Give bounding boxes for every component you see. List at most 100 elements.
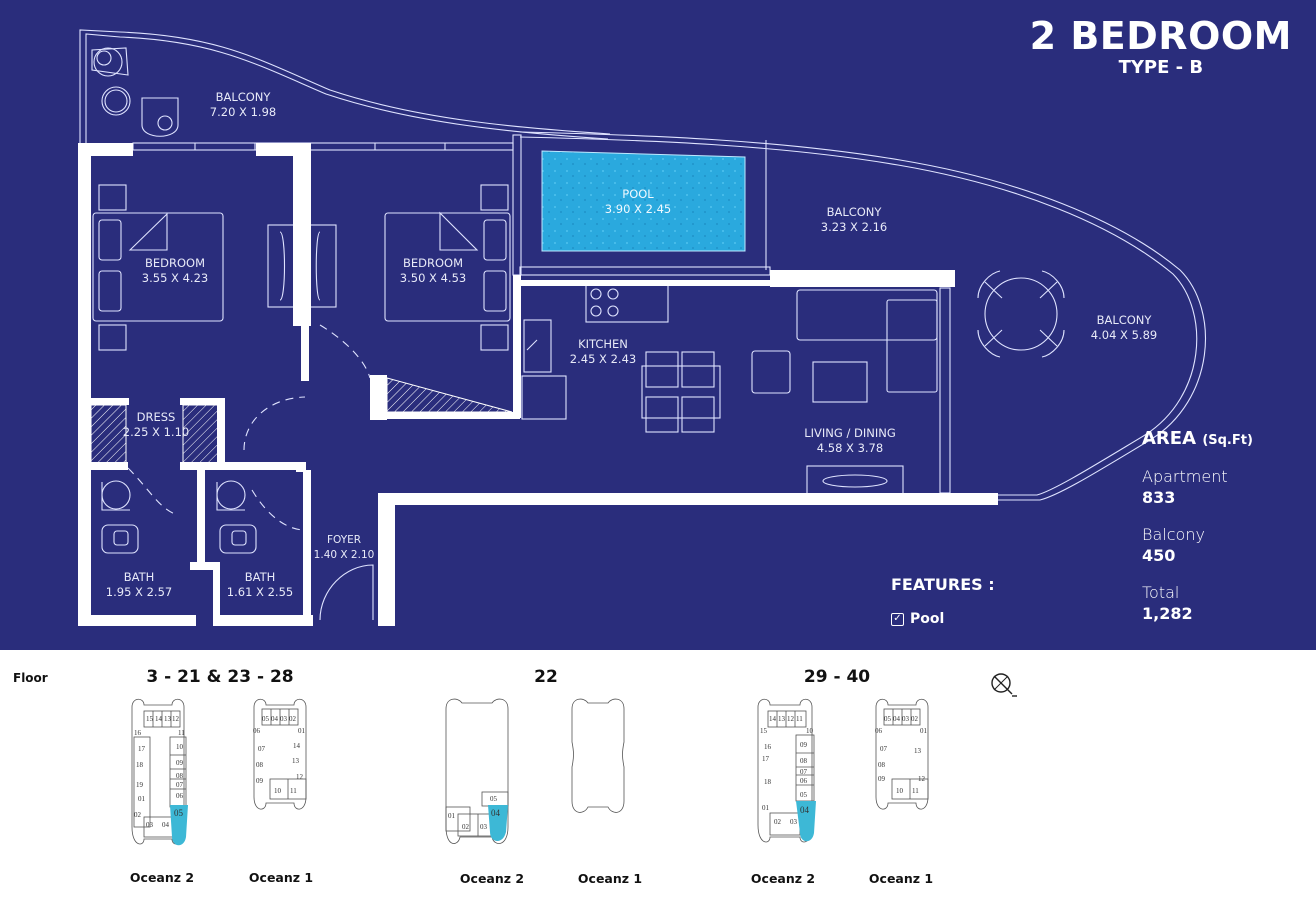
room-size: 4.58 X 3.78 (816, 441, 884, 455)
area-unit: (Sq.Ft) (1202, 433, 1253, 448)
room-size: 3.55 X 4.23 (141, 271, 209, 285)
svg-text:05: 05 (490, 795, 498, 803)
svg-text:06: 06 (875, 727, 883, 735)
area-total-label: Total (1142, 583, 1180, 602)
svg-text:06: 06 (800, 777, 808, 785)
svg-text:12: 12 (918, 775, 926, 783)
svg-text:16: 16 (764, 743, 772, 751)
svg-text:10: 10 (274, 787, 282, 795)
room-size: 1.95 X 2.57 (105, 585, 173, 599)
svg-text:08: 08 (878, 761, 886, 769)
svg-text:09: 09 (176, 759, 184, 767)
features-list: FEATURES : ✓ Pool (891, 575, 995, 627)
area-balcony-label: Balcony (1142, 525, 1205, 544)
area-summary: AREA (Sq.Ft) Apartment 833 Balcony 450 T… (1142, 428, 1253, 623)
svg-text:01: 01 (298, 727, 306, 735)
svg-text:07: 07 (880, 745, 888, 753)
svg-text:13: 13 (164, 715, 172, 723)
room-size: 4.04 X 5.89 (1090, 328, 1158, 342)
room-size: 1.61 X 2.55 (226, 585, 294, 599)
svg-text:14: 14 (155, 715, 163, 723)
svg-text:14: 14 (769, 715, 777, 723)
svg-text:02: 02 (462, 823, 470, 831)
area-heading-text: AREA (1142, 428, 1197, 449)
feature-label: Pool (910, 611, 945, 627)
room-size: 3.50 X 4.53 (399, 271, 467, 285)
area-apartment-value: 833 (1142, 488, 1176, 507)
svg-text:11: 11 (912, 787, 919, 795)
building-name: Oceanz 2 (129, 870, 195, 885)
room-label-foyer: FOYER 1.40 X 2.10 (314, 533, 375, 563)
room-name: POOL (622, 187, 654, 201)
room-name: BEDROOM (402, 256, 464, 270)
unit-subtype: TYPE - B (1118, 57, 1204, 78)
svg-text:16: 16 (134, 729, 142, 737)
svg-text:03: 03 (146, 821, 154, 829)
svg-text:01: 01 (138, 795, 146, 803)
room-name: FOYER (326, 534, 362, 546)
svg-text:03: 03 (280, 715, 288, 723)
svg-text:08: 08 (256, 761, 264, 769)
svg-text:09: 09 (800, 741, 808, 749)
svg-text:07: 07 (800, 768, 808, 776)
svg-text:17: 17 (762, 755, 770, 763)
building-name: Oceanz 1 (868, 871, 934, 886)
floor-range-3: 29 - 40 (803, 667, 871, 687)
feature-item-pool: ✓ Pool (891, 611, 995, 627)
svg-text:18: 18 (136, 761, 144, 769)
svg-text:02: 02 (911, 715, 919, 723)
svg-text:12: 12 (172, 715, 180, 723)
features-heading: FEATURES : (891, 575, 995, 594)
svg-text:02: 02 (774, 818, 782, 826)
svg-text:02: 02 (134, 811, 142, 819)
floor-range-2: 22 (534, 667, 558, 687)
room-name: BATH (244, 570, 276, 584)
svg-text:06: 06 (176, 792, 184, 800)
svg-text:11: 11 (290, 787, 297, 795)
floor-label: Floor (13, 671, 48, 685)
svg-text:14: 14 (293, 742, 301, 750)
svg-text:06: 06 (253, 727, 261, 735)
floor-range-1: 3 - 21 & 23 - 28 (146, 667, 294, 687)
area-heading: AREA (Sq.Ft) (1142, 428, 1253, 449)
room-name: BATH (123, 570, 155, 584)
room-size: 2.45 X 2.43 (569, 352, 637, 366)
svg-text:13: 13 (778, 715, 786, 723)
svg-text:12: 12 (296, 773, 304, 781)
room-size: 2.25 X 1.10 (122, 425, 190, 439)
svg-text:01: 01 (762, 804, 770, 812)
building-name: Oceanz 1 (248, 870, 314, 885)
unit-title: 2 BEDROOM TYPE - B (1030, 14, 1292, 78)
svg-text:09: 09 (878, 775, 886, 783)
svg-text:10: 10 (896, 787, 904, 795)
area-balcony-value: 450 (1142, 546, 1176, 565)
svg-text:19: 19 (136, 781, 144, 789)
building-name: Oceanz 2 (459, 871, 525, 886)
unit-type-heading: 2 BEDROOM (1029, 14, 1292, 58)
svg-text:05: 05 (800, 791, 808, 799)
svg-text:03: 03 (790, 818, 798, 826)
room-name: BALCONY (215, 90, 271, 104)
svg-text:05: 05 (262, 715, 270, 723)
svg-text:04: 04 (162, 821, 170, 829)
svg-text:04: 04 (800, 805, 810, 815)
room-size: 1.40 X 2.10 (313, 549, 375, 561)
room-name: BALCONY (826, 205, 882, 219)
svg-text:10: 10 (806, 727, 814, 735)
room-name: DRESS (136, 410, 176, 424)
svg-text:18: 18 (764, 778, 772, 786)
building-name: Oceanz 1 (577, 871, 643, 886)
svg-text:08: 08 (176, 772, 184, 780)
room-size: 3.23 X 2.16 (820, 220, 888, 234)
